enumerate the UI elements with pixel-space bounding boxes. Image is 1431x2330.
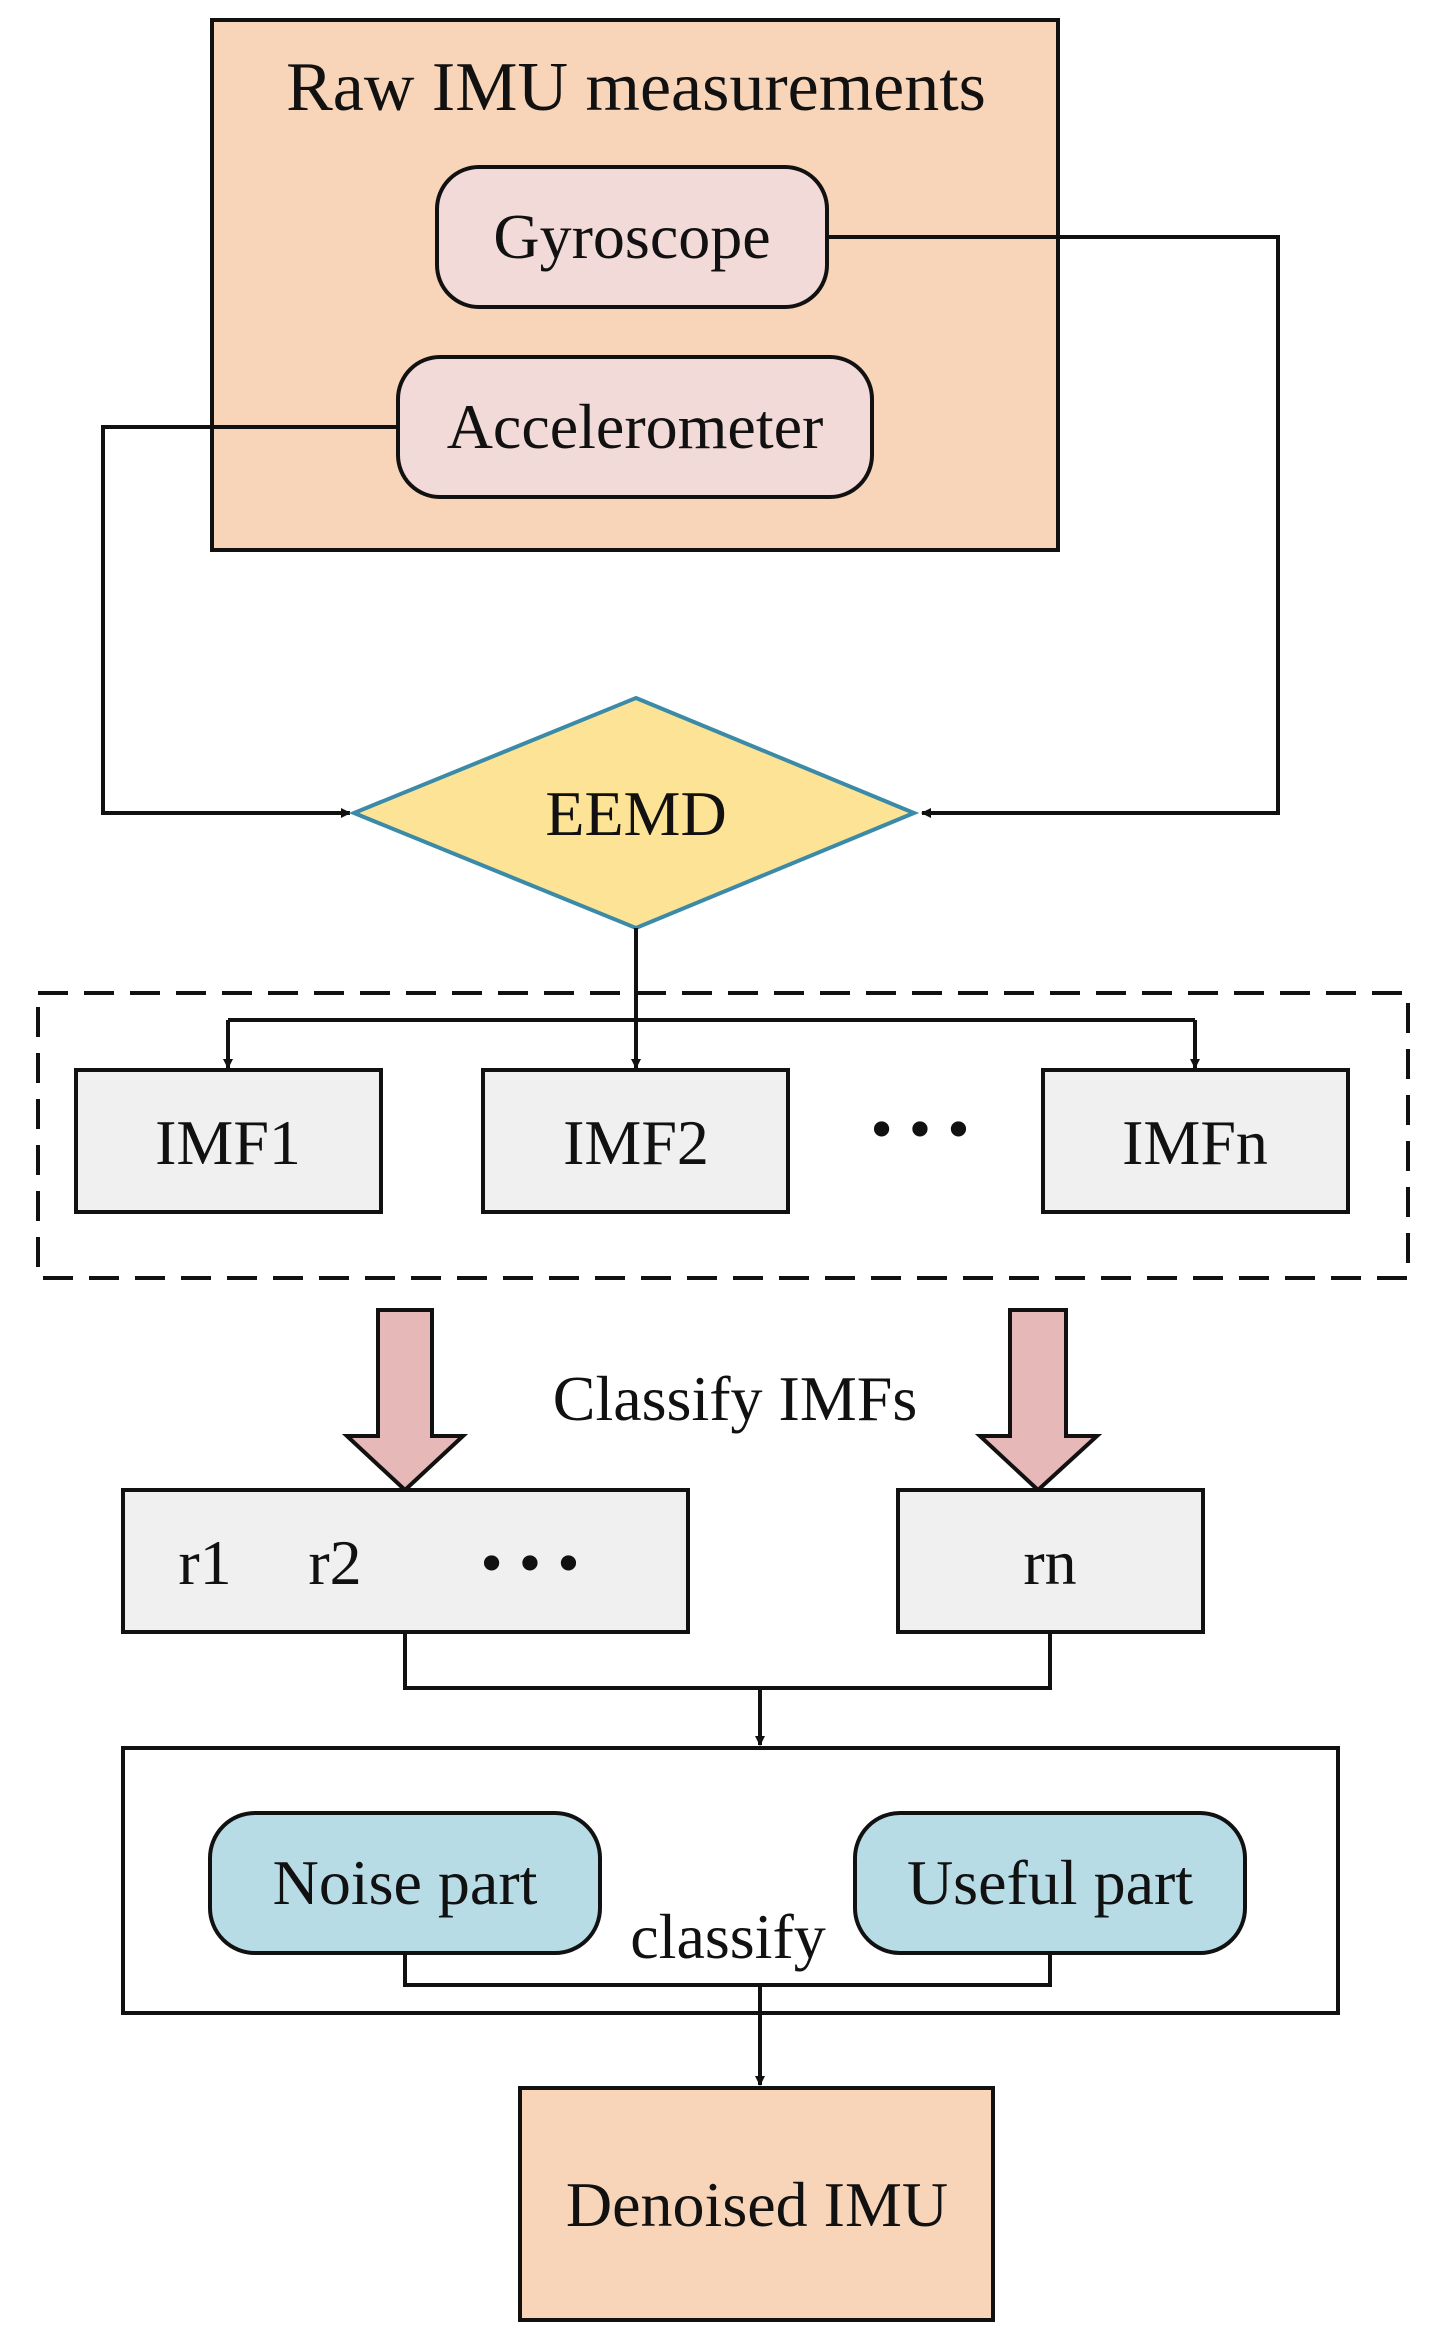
raw-imu-title: Raw IMU measurements — [286, 49, 986, 126]
imf1-box — [74, 1068, 383, 1214]
gyroscope-to-eemd-connector — [827, 235, 1280, 818]
noise-part-label: Noise part — [273, 1847, 538, 1918]
right-classify-arrow — [974, 1308, 1103, 1493]
denoised-imu-label: Denoised IMU — [566, 2169, 948, 2240]
classify-label: classify — [630, 1901, 826, 1972]
gyroscope-label: Gyroscope — [493, 201, 770, 272]
imf2-box — [481, 1068, 790, 1214]
useful-part-label: Useful part — [907, 1847, 1193, 1918]
imf1-label: IMF1 — [155, 1107, 301, 1178]
eemd-label: EEMD — [545, 778, 726, 849]
denoised-imu-box — [518, 2086, 995, 2322]
parts-merge-connector — [403, 1953, 1052, 1987]
residual-r2-label: r2 — [308, 1527, 361, 1598]
left-classify-arrow — [341, 1308, 469, 1493]
imfn-label: IMFn — [1122, 1107, 1268, 1178]
imfn-box — [1041, 1068, 1350, 1214]
residual-r1-label: r1 — [178, 1527, 231, 1598]
residual-merge-connector — [403, 1632, 1052, 1690]
accelerometer-to-eemd-connector — [101, 425, 398, 818]
classify-imfs-label: Classify IMFs — [553, 1363, 918, 1434]
residual-rn-label: rn — [1023, 1527, 1076, 1598]
imf2-label: IMF2 — [563, 1107, 709, 1178]
imf-ellipsis: • • • — [870, 1093, 969, 1164]
residual-ellipsis: • • • — [480, 1527, 579, 1598]
accelerometer-label: Accelerometer — [447, 391, 824, 462]
